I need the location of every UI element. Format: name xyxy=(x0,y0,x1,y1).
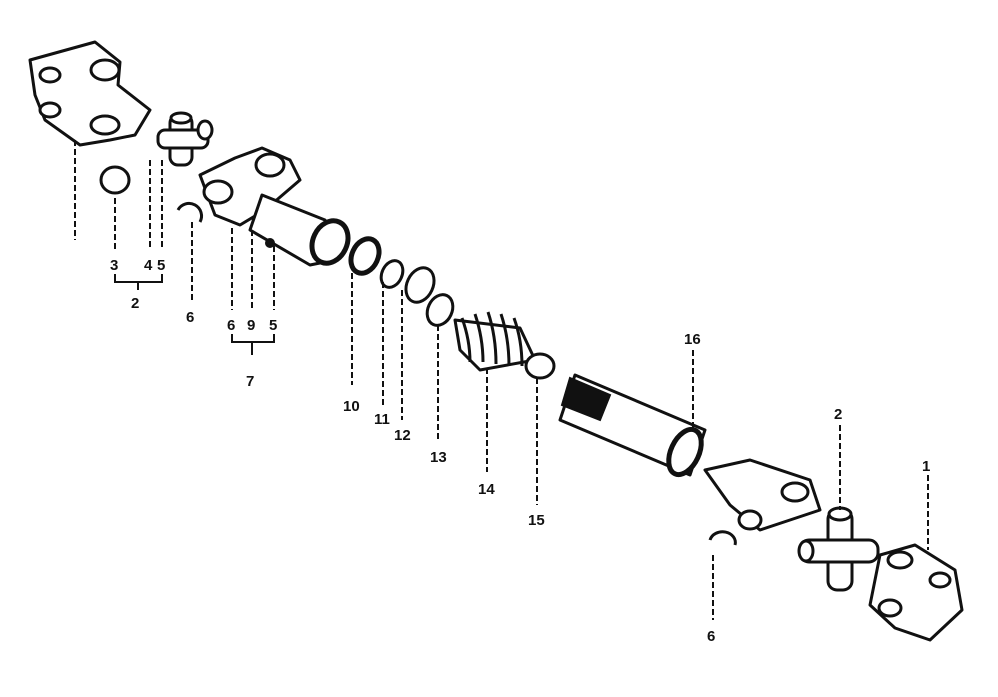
callout-10: 10 xyxy=(343,398,360,415)
ring-12 xyxy=(379,259,405,289)
circlip-left xyxy=(176,201,204,223)
circlip-right xyxy=(708,530,737,546)
callout-5-left: 5 xyxy=(157,257,165,274)
callout-5-mid: 5 xyxy=(269,317,277,334)
bearing-cap-left xyxy=(99,165,131,195)
callout-13: 13 xyxy=(430,449,447,466)
callout-6-mid: 6 xyxy=(227,317,235,334)
callout-15: 15 xyxy=(528,512,545,529)
shaft-yoke-right xyxy=(703,458,822,532)
callout-2-right: 2 xyxy=(834,406,842,423)
bracket-2-left xyxy=(114,274,163,290)
leader-lines xyxy=(74,140,929,620)
propeller-shaft-tube xyxy=(558,373,707,478)
slip-yoke xyxy=(198,146,337,267)
callout-6-right: 6 xyxy=(707,628,715,645)
flange-yoke-left xyxy=(28,40,152,147)
ring-11 xyxy=(348,236,382,276)
callout-14: 14 xyxy=(478,481,495,498)
callout-16: 16 xyxy=(684,331,701,348)
callout-3: 3 xyxy=(110,257,118,274)
callout-2-left: 2 xyxy=(131,295,139,312)
bracket-7 xyxy=(231,334,275,355)
universal-joint-cross-right xyxy=(797,506,880,592)
washer-15 xyxy=(524,352,556,380)
seal-13 xyxy=(404,266,455,327)
callout-4: 4 xyxy=(144,257,153,274)
callout-6-left: 6 xyxy=(186,309,194,326)
callout-7: 7 xyxy=(246,373,254,390)
universal-joint-cross-left xyxy=(156,111,214,167)
callout-1: 1 xyxy=(922,458,930,475)
ring-10 xyxy=(309,218,351,266)
flange-yoke-right xyxy=(868,543,964,642)
callout-12: 12 xyxy=(394,427,411,444)
callout-9: 9 xyxy=(247,317,255,334)
dust-boot xyxy=(453,311,537,372)
callout-11: 11 xyxy=(374,411,390,428)
